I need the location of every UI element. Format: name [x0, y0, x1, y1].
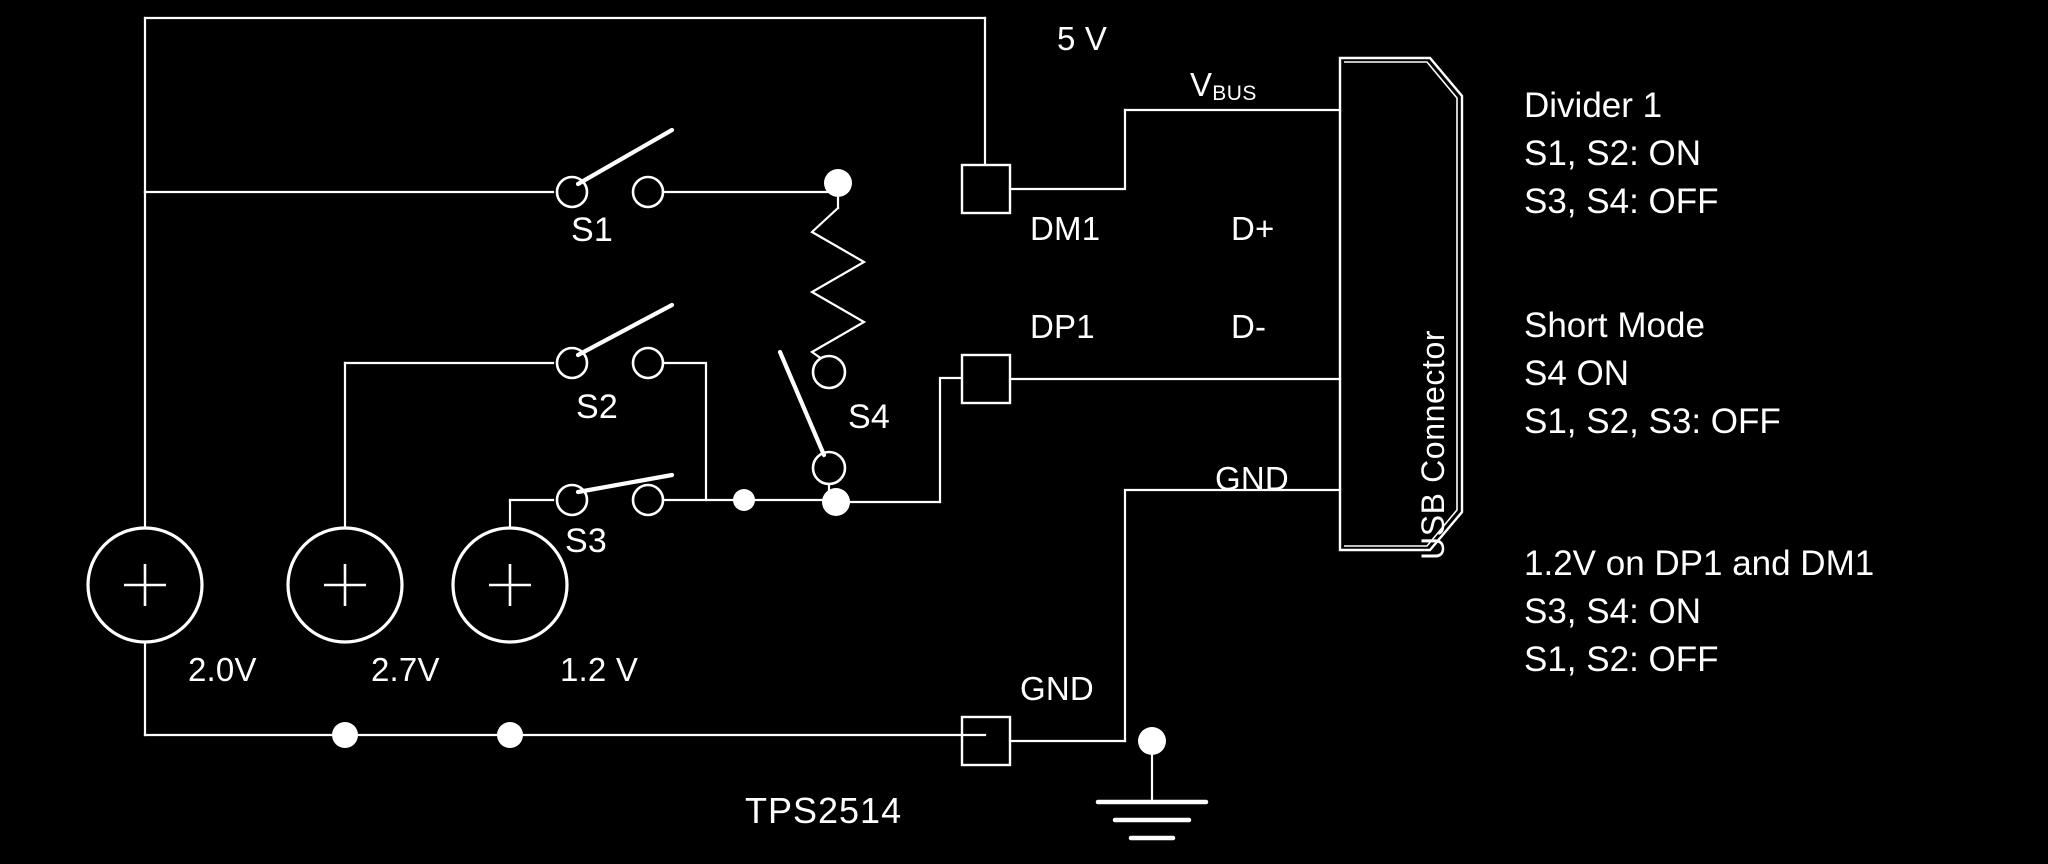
note-divider-1: Divider 1 S1, S2: ON S3, S4: OFF [1524, 82, 1719, 226]
voltage-source-1v2 [451, 498, 569, 748]
switch-s1-label: S1 [571, 211, 613, 249]
note-dp1-dm1-line-2: S1, S2: OFF [1524, 640, 1719, 679]
ground-net-label: GND [1020, 670, 1094, 707]
note-short-mode: Short Mode S4 ON S1, S2, S3: OFF [1524, 302, 1781, 446]
supply-rail-net [143, 16, 987, 194]
usb-connector-body [1338, 56, 1464, 552]
ic-pad-vbus [960, 163, 1012, 215]
note-dp1-dm1-line-1: S3, S4: ON [1524, 592, 1702, 631]
voltage-source-2v0 [86, 190, 204, 644]
note-short-mode-line-0: Short Mode [1524, 306, 1705, 345]
switch-s4-symbol[interactable] [777, 349, 847, 498]
source-1v2-label: 1.2 V [560, 651, 639, 688]
note-short-mode-line-1: S4 ON [1524, 354, 1630, 393]
switch-s2-symbol[interactable] [343, 302, 708, 502]
note-dp1-dm1-line-0: 1.2V on DP1 and DM1 [1524, 544, 1875, 583]
connector-pin-dminus-label: D- [1231, 308, 1267, 345]
ic-pad-gnd [960, 715, 1012, 767]
connector-pin-dplus-label: D+ [1231, 210, 1275, 247]
ic-part-number-label: TPS2514 [745, 790, 903, 831]
note-divider-1-line-2: S3, S4: OFF [1524, 182, 1719, 221]
ic-gnd-pin-label: GND [1215, 460, 1289, 497]
note-dp1-dm1: 1.2V on DP1 and DM1 S3, S4: ON S1, S2: O… [1524, 540, 1874, 684]
source-2v0-label: 2.0V [188, 651, 257, 688]
switch-s3-symbol[interactable] [508, 472, 840, 517]
switch-s1-symbol[interactable] [143, 127, 840, 209]
voltage-source-2v7 [286, 361, 404, 748]
ic-tps2514 [960, 108, 1342, 767]
vbus-subscript: BUS [1212, 82, 1257, 105]
note-divider-1-line-0: Divider 1 [1524, 86, 1663, 125]
ground-symbol [1095, 727, 1209, 841]
resistor-and-s4-branch [809, 169, 867, 384]
vbus-pin-label: VBUS [1190, 66, 1257, 104]
source-2v7-label: 2.7V [371, 651, 440, 688]
ic-pad-dp1 [960, 353, 1012, 405]
junction-dp-node [733, 489, 755, 511]
note-divider-1-line-1: S1, S2: ON [1524, 134, 1702, 173]
ic-pin-dm1-label: DM1 [1030, 210, 1101, 247]
switch-s4-label: S4 [848, 398, 890, 436]
switch-s2-label: S2 [576, 388, 618, 426]
usb-connector-label: USB Connector [1415, 329, 1451, 560]
supply-voltage-label: 5 V [1057, 20, 1108, 57]
vbus-main: V [1190, 66, 1213, 103]
note-short-mode-line-2: S1, S2, S3: OFF [1524, 402, 1781, 441]
switch-s3-label: S3 [565, 522, 607, 560]
ic-pin-dp1-label: DP1 [1030, 308, 1095, 345]
wire-gnd-to-connector [1123, 488, 1342, 743]
junction-divider-top [824, 169, 852, 197]
